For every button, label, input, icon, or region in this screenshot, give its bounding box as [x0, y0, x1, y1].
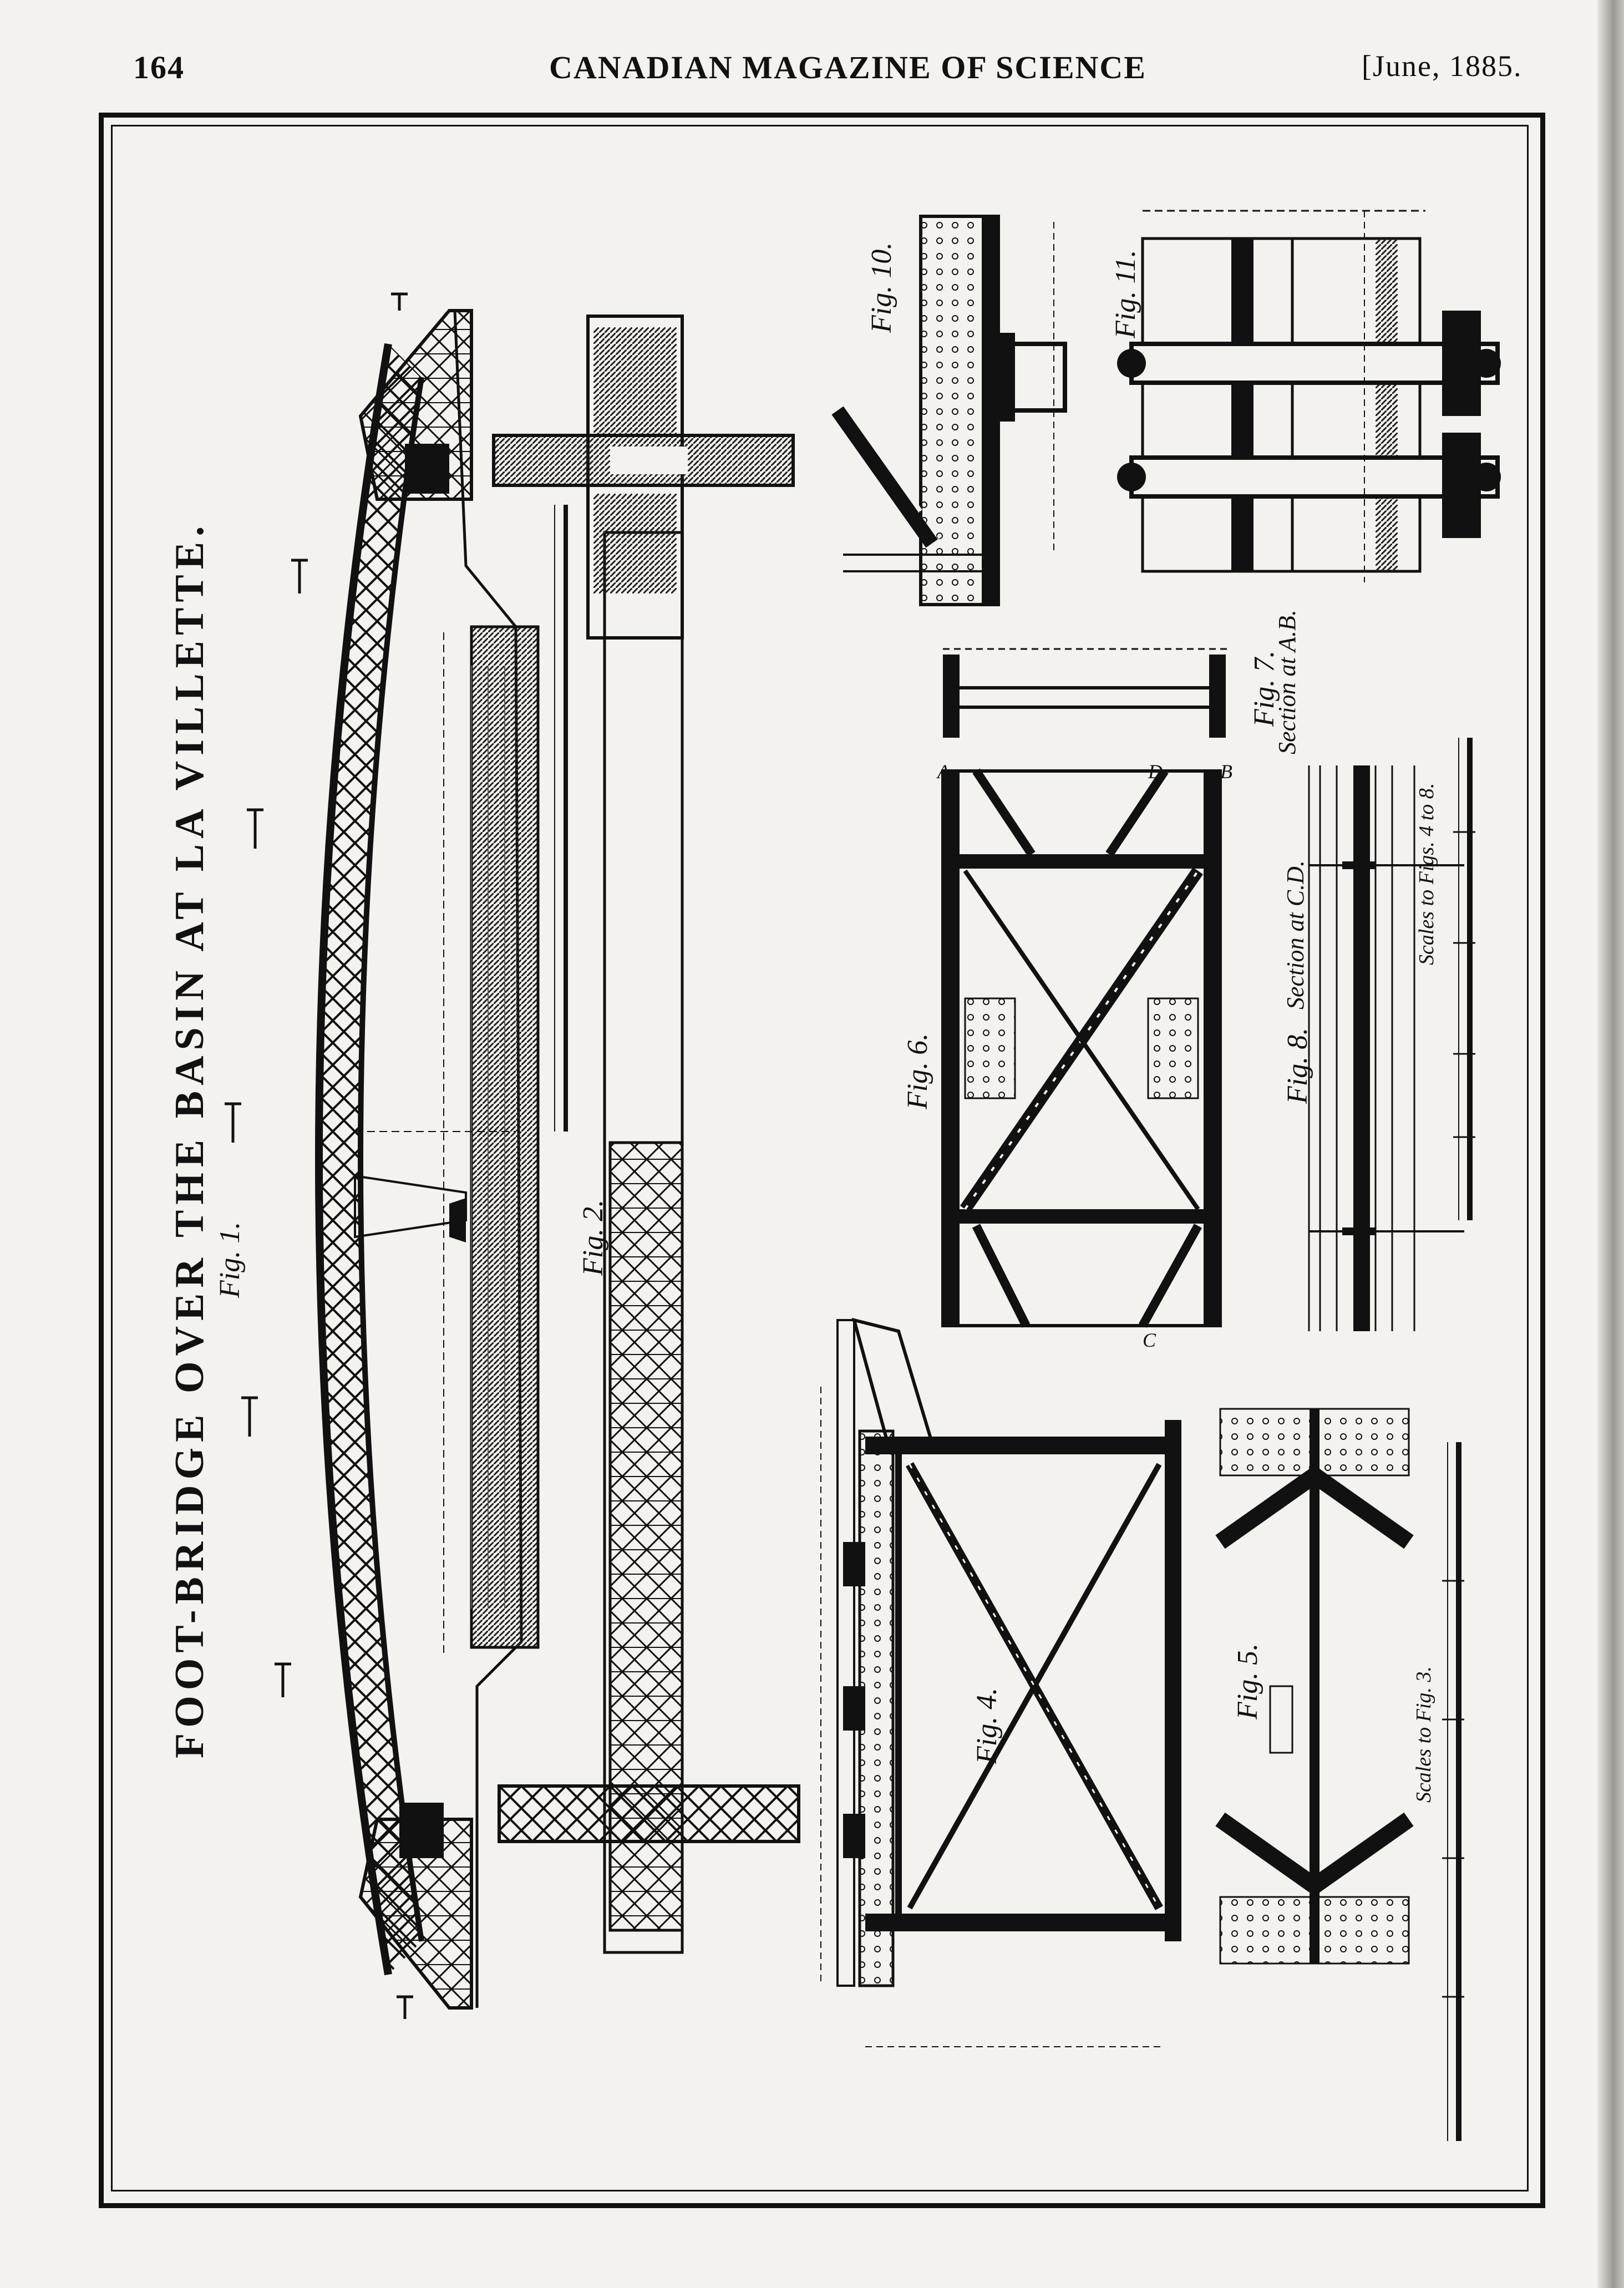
- plate-inner-border: [111, 125, 1529, 2191]
- corner-letter-a: A: [937, 760, 950, 783]
- corner-letter-b: B: [1220, 760, 1232, 783]
- fig8-caption: Section at C.D.: [1282, 860, 1309, 1009]
- corner-letter-c: C: [1143, 1329, 1156, 1351]
- fig8-label: Fig. 8.: [1282, 1027, 1313, 1104]
- scale-bar-fig-3: [1442, 1442, 1464, 2141]
- fig2-plan: [492, 314, 800, 1954]
- fig7-section-ab: [943, 648, 1231, 738]
- fig4-cross-section: [820, 1317, 1181, 2047]
- fig1-label: Fig. 1.: [214, 1221, 246, 1298]
- fig11-label: Fig. 11.: [1110, 250, 1141, 338]
- plate-outer-border: [99, 113, 1545, 2208]
- fig6-bracing-panel: [941, 768, 1222, 1328]
- plate-title: FOOT-BRIDGE OVER THE BASIN AT LA VILLETT…: [167, 520, 212, 1758]
- magazine-title: CANADIAN MAGAZINE OF SCIENCE: [549, 49, 1146, 85]
- fig1-bridge-elevation: [225, 292, 540, 2019]
- fig10-rivet-detail: [831, 215, 1067, 606]
- scale-caption-fig-3: Scales to Fig. 3.: [1412, 1666, 1435, 1803]
- page-binding-edge: [1597, 0, 1624, 2288]
- scale-caption-figs-4-8: Scales to Figs. 4 to 8.: [1415, 783, 1438, 965]
- issue-date: [June, 1885.: [1362, 49, 1522, 83]
- fig5-label: Fig. 5.: [1232, 1643, 1263, 1719]
- page-number: 164: [133, 49, 185, 85]
- fig11-joint-detail: [1117, 210, 1501, 582]
- fig5-bracing-plates: [1215, 1408, 1414, 1965]
- scale-bar-figs-4-8: [1453, 738, 1475, 1220]
- fig10-label: Fig. 10.: [866, 242, 897, 333]
- fig6-label: Fig. 6.: [902, 1033, 933, 1109]
- fig4-label: Fig. 4.: [971, 1687, 1003, 1764]
- fig7-caption: Section at A.B.: [1273, 610, 1301, 754]
- fig2-label: Fig. 2.: [577, 1199, 609, 1276]
- fig8-section-cd: [1308, 765, 1464, 1331]
- corner-letter-d: D: [1148, 760, 1163, 783]
